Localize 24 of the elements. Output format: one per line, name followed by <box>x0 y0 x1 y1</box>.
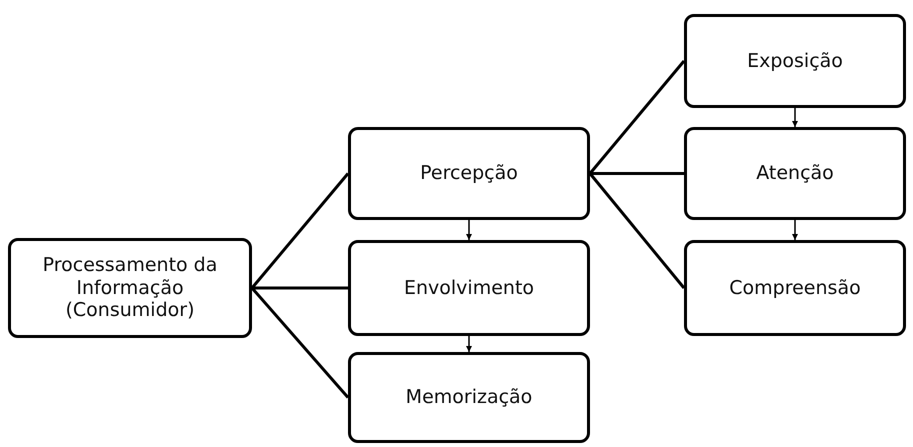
connector-line <box>252 286 348 290</box>
box-label: Compreensão <box>729 276 861 300</box>
box-label: Atenção <box>756 162 834 185</box>
box-label: Processamento da Informação (Consumidor) <box>42 254 218 322</box>
box-label: Envolvimento <box>404 276 534 300</box>
process-box <box>348 352 590 443</box>
connector-line <box>250 172 350 289</box>
connector-line <box>588 60 686 174</box>
process-box <box>684 14 906 108</box>
arrow <box>792 220 798 240</box>
connector-line <box>250 287 350 398</box>
box-label: Percepção <box>420 162 518 185</box>
box-label: Memorização <box>406 386 532 409</box>
process-box <box>348 127 590 220</box>
process-box <box>8 238 252 338</box>
process-box <box>684 240 906 336</box>
process-box <box>348 240 590 336</box>
arrow <box>792 108 798 127</box>
box-label: Exposição <box>747 50 843 72</box>
arrow <box>466 336 472 352</box>
connector-line <box>588 172 686 289</box>
connector-line <box>590 172 684 175</box>
process-box <box>684 127 906 220</box>
arrow <box>466 220 472 240</box>
